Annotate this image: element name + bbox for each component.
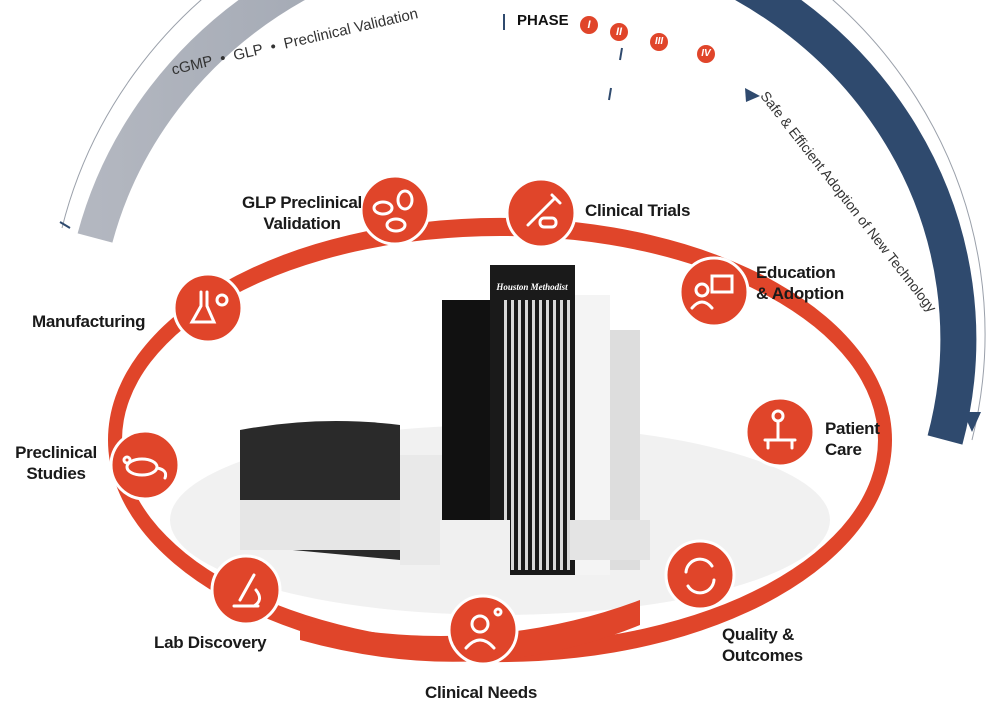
label-line: Patient bbox=[825, 419, 880, 438]
building-sign: Houston Methodist bbox=[495, 282, 568, 292]
label-manufacturing: Manufacturing bbox=[32, 311, 146, 332]
label-line: Clinical Needs bbox=[425, 683, 538, 702]
label-education-adoption: Education & Adoption bbox=[756, 262, 844, 304]
label-line: Validation bbox=[263, 214, 341, 233]
glp-validation-icon-circle[interactable] bbox=[359, 174, 431, 246]
label-line: Preclinical bbox=[15, 443, 97, 462]
patient-care-icon bbox=[763, 409, 797, 450]
label-line: Lab Discovery bbox=[154, 633, 267, 652]
cycle-arrows-icon bbox=[684, 557, 716, 595]
arc-small-arrow bbox=[745, 88, 760, 102]
label-quality-outcomes: Quality & Outcomes bbox=[722, 624, 803, 666]
label-clinical-trials: Clinical Trials bbox=[585, 200, 690, 221]
label-line: Education bbox=[756, 263, 836, 282]
label-clinical-needs: Clinical Needs bbox=[425, 682, 537, 703]
label-line: Quality & bbox=[722, 625, 794, 644]
phase-label: PHASE bbox=[517, 12, 569, 29]
label-lab-discovery: Lab Discovery bbox=[154, 632, 267, 653]
label-line: Studies bbox=[26, 464, 86, 483]
flask-icon bbox=[189, 290, 229, 324]
patient-care-icon-circle[interactable] bbox=[744, 396, 816, 468]
syringe-pill-icon bbox=[526, 193, 562, 229]
label-line: Outcomes bbox=[722, 646, 803, 665]
rat-icon bbox=[122, 455, 168, 480]
phase-iii[interactable]: III bbox=[650, 33, 668, 51]
doctor-idea-icon bbox=[464, 607, 503, 650]
label-line: Manufacturing bbox=[32, 312, 146, 331]
arc-guide-line bbox=[61, 0, 986, 441]
preclinical-studies-icon-circle[interactable] bbox=[109, 429, 181, 501]
translation-title: Translation bbox=[381, 40, 581, 89]
label-line: Clinical Trials bbox=[585, 201, 691, 220]
phase-i[interactable]: I bbox=[580, 16, 598, 34]
label-line: Care bbox=[825, 440, 862, 459]
presenter-icon bbox=[690, 274, 734, 310]
lab-mice-icon bbox=[372, 189, 414, 233]
translation-arc bbox=[77, 0, 977, 445]
hospital-building: Houston Methodist bbox=[240, 265, 650, 580]
label-line: GLP Preclinical bbox=[242, 193, 362, 212]
phase-ii[interactable]: II bbox=[610, 23, 628, 41]
label-line: & Adoption bbox=[756, 284, 844, 303]
quality-icon-circle[interactable] bbox=[664, 539, 736, 611]
arc-arrowhead bbox=[963, 412, 981, 432]
microscope-icon bbox=[232, 573, 261, 608]
phase-iv[interactable]: IV bbox=[697, 45, 715, 63]
